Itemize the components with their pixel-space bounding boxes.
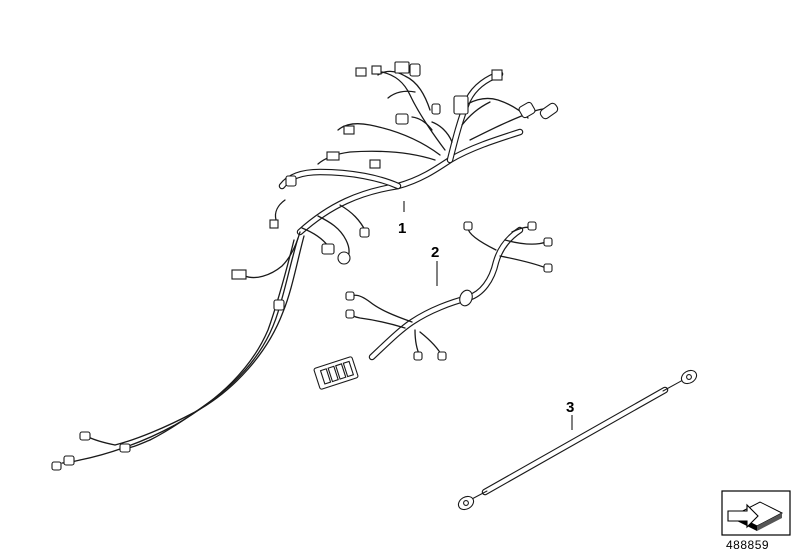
document-number: 488859 (726, 538, 770, 552)
callout-2[interactable]: 2 (431, 244, 439, 286)
secondary-wiring-harness[interactable] (313, 221, 553, 390)
callout-label: 1 (398, 220, 406, 237)
callout-3[interactable]: 3 (566, 399, 574, 430)
ground-strap-cable[interactable] (456, 368, 699, 512)
main-wiring-harness[interactable] (51, 61, 559, 471)
callout-1[interactable]: 1 (398, 201, 406, 237)
callout-label: 3 (566, 399, 574, 416)
catalog-navigation-arrow-icon[interactable] (721, 490, 791, 536)
callout-label: 2 (431, 244, 439, 261)
